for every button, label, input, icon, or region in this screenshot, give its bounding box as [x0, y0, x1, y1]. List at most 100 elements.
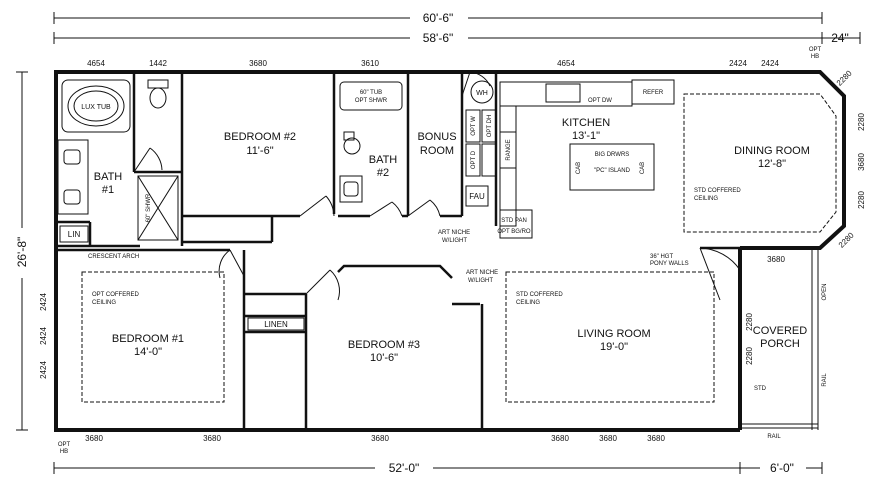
tub-label: 60" TUB	[360, 90, 382, 96]
dining-label: DINING ROOM	[734, 145, 810, 157]
std-label: STD	[754, 386, 767, 392]
dining-ceiling-note-2: CEILING	[694, 196, 718, 202]
living-size: 19'-0"	[600, 341, 628, 353]
cab-left-label: CAB	[576, 162, 582, 174]
bath1-number: #1	[102, 184, 114, 196]
window-bottom-3: 3680	[371, 434, 389, 443]
lux-tub-label: LUX TUB	[81, 104, 111, 111]
bath2-label: BATH	[369, 154, 398, 166]
lin-label: LIN	[68, 230, 81, 239]
fau-label: FAU	[469, 192, 485, 201]
dim-bottom-main: 52'-0"	[389, 461, 420, 475]
window-bottom-5: 3680	[599, 434, 617, 443]
opt-hb-top-2: HB	[811, 54, 819, 60]
big-drwrs-label: BIG DRWRS	[595, 152, 630, 158]
interior-walls	[56, 72, 740, 430]
bedroom3-size: 10'-6"	[370, 352, 398, 364]
window-bottom-6: 3680	[647, 434, 665, 443]
kitchen-label: KITCHEN	[562, 117, 610, 129]
opt-dh-label: OPT DH	[487, 115, 493, 138]
art-niche-1b: W/LIGHT	[442, 238, 467, 244]
window-top-bath2: 3610	[361, 59, 379, 68]
dim-porch-top: 24"	[831, 31, 849, 45]
refer-label: REFER	[643, 90, 664, 96]
porch-rails	[740, 248, 819, 430]
window-bottom-1: 3680	[85, 434, 103, 443]
shwr-60-label: 60" SHWR	[146, 193, 152, 222]
dim-main-top: 58'-6"	[423, 31, 454, 45]
dim-main-bg	[410, 30, 468, 44]
tub-opt-label: OPT SHWR	[355, 98, 388, 104]
window-top-toilet: 1442	[149, 59, 167, 68]
door-swings	[133, 71, 741, 301]
kitchen-size: 13'-1"	[572, 130, 600, 142]
window-top-bath1: 4654	[87, 59, 105, 68]
window-left-1: 2424	[39, 293, 48, 311]
window-left-2: 2424	[39, 327, 48, 345]
window-bay-2: 2280	[857, 113, 866, 131]
window-porch-top: 3680	[767, 255, 785, 264]
bedroom2-size: 11'-6"	[246, 145, 273, 157]
living-ceiling-note-2: CEILING	[516, 300, 540, 306]
bedroom1-ceiling-note: OPT COFFERED	[92, 292, 140, 298]
living-label: LIVING ROOM	[577, 328, 650, 340]
art-niche-2b: W/LIGHT	[468, 278, 493, 284]
dim-porch-bg	[760, 461, 806, 475]
dim-left-bg	[14, 228, 30, 278]
living-ceiling-note: STD COFFERED	[516, 292, 563, 298]
dim-overall-top: 60'-6"	[423, 11, 454, 25]
dining-ceiling-note: STD COFFERED	[694, 188, 741, 194]
exterior-walls	[54, 70, 846, 432]
opt-hb-top: OPT	[809, 47, 822, 53]
window-top-kitchen: 4654	[557, 59, 575, 68]
wh-label: WH	[476, 90, 488, 97]
std-pan-label: STD PAN	[501, 218, 527, 224]
dim-left-side: 26'-8"	[15, 237, 29, 268]
open-label: OPEN	[822, 283, 828, 300]
window-left-3: 2424	[39, 361, 48, 379]
bedroom1-ceiling-note-2: CEILING	[92, 300, 116, 306]
island-label: "PC" ISLAND	[594, 168, 631, 174]
window-top-dining-b: 2424	[761, 59, 779, 68]
bedroom2-label: BEDROOM #2	[224, 131, 296, 143]
opt-hb-bottom: OPT	[58, 442, 71, 448]
dim-top-bg	[410, 10, 468, 24]
pony-walls-label-2: PONY WALLS	[650, 261, 689, 267]
bonus-room-label: ROOM	[420, 145, 454, 157]
dim-bottom-bg	[375, 461, 433, 475]
coffered-ceilings	[81, 93, 837, 403]
window-top-dining-a: 2424	[729, 59, 747, 68]
bonus-label: BONUS	[417, 131, 456, 143]
rail-side-label: RAIL	[822, 373, 828, 387]
rail-bottom-label: RAIL	[767, 434, 781, 440]
window-porch-side-1: 2280	[745, 313, 754, 331]
bedroom1-label: BEDROOM #1	[112, 333, 184, 345]
window-bay-3: 3680	[857, 153, 866, 171]
dimension-lines	[16, 12, 861, 474]
window-bay-1: 2280	[835, 68, 854, 87]
cab-right-label: CAB	[640, 162, 646, 174]
crescent-arch-label: CRESCENT ARCH	[88, 254, 139, 260]
bedroom3-label: BEDROOM #3	[348, 339, 420, 351]
window-bottom-4: 3680	[551, 434, 569, 443]
linen-label: LINEN	[264, 320, 288, 329]
dining-size: 12'-8"	[758, 158, 786, 170]
bath2-number: #2	[377, 167, 389, 179]
art-niche-1: ART NICHE	[438, 230, 470, 236]
opt-hb-bottom-2: HB	[60, 449, 68, 455]
fixtures	[57, 79, 675, 331]
porch-label: COVERED	[753, 325, 807, 337]
dim-bottom-porch: 6'-0"	[770, 461, 794, 475]
porch-label-2: PORCH	[760, 338, 800, 350]
opt-d-label: OPT D	[471, 150, 477, 169]
opt-dw-label: OPT DW	[588, 98, 612, 104]
window-porch-side-2: 2280	[745, 347, 754, 365]
range-label: RANGE	[506, 139, 512, 160]
art-niche-2: ART NICHE	[466, 270, 498, 276]
bath1-label: BATH	[94, 171, 123, 183]
pony-walls-label: 36" HGT	[650, 254, 673, 260]
opt-bgro-label: OPT BG/RO	[497, 229, 531, 235]
bedroom1-size: 14'-0"	[134, 346, 162, 358]
window-bay-5: 2280	[837, 230, 856, 249]
